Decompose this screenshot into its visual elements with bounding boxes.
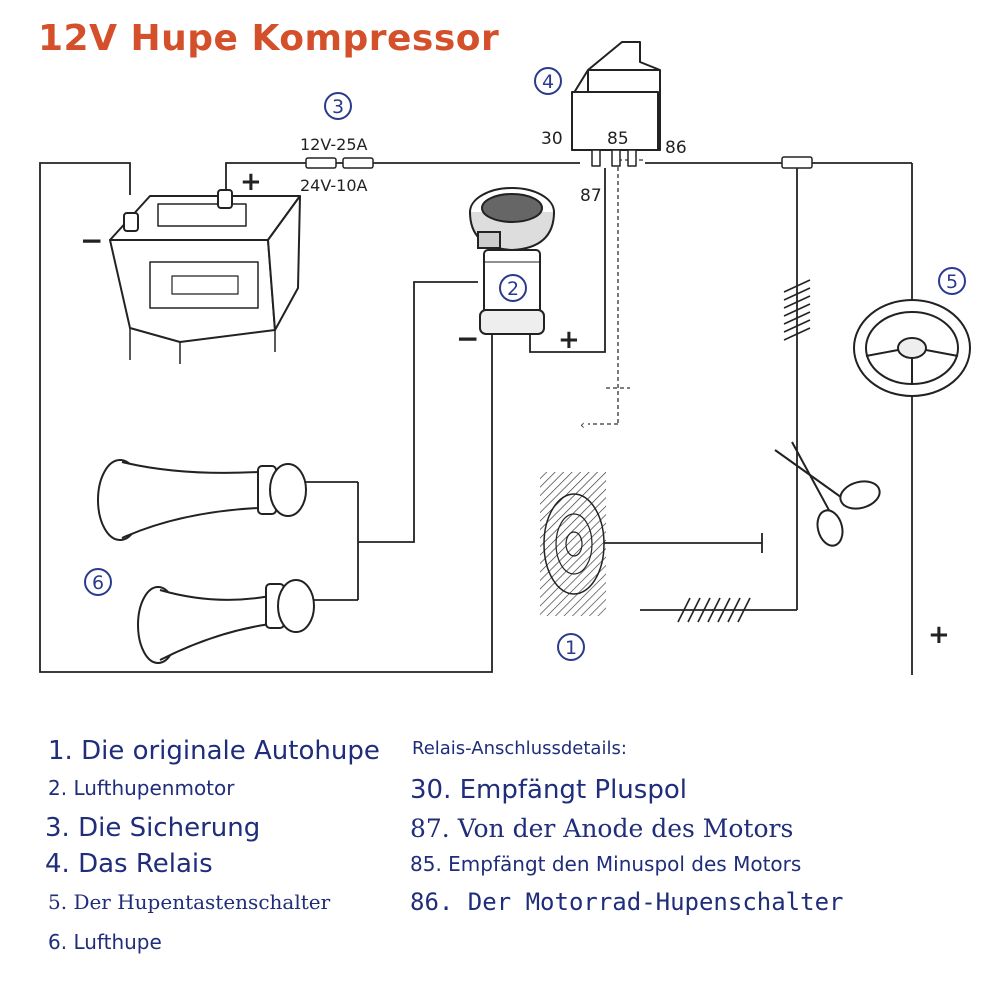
marker-4-text: 4 bbox=[542, 71, 554, 93]
relay-detail-30: 30. Empfängt Pluspol bbox=[410, 775, 687, 805]
relay-image bbox=[571, 41, 661, 167]
marker-1-text: 1 bbox=[565, 637, 577, 659]
legend-item-4: 4. Das Relais bbox=[45, 849, 213, 879]
motor-plus-label: + bbox=[558, 325, 580, 355]
marker-2-text: 2 bbox=[507, 278, 519, 300]
wires bbox=[39, 162, 913, 675]
marker-1: 1 bbox=[557, 633, 585, 661]
marker-3-text: 3 bbox=[332, 96, 344, 118]
cut-hatch-vertical bbox=[783, 279, 811, 341]
air-horn-upper-image bbox=[97, 459, 307, 541]
marker-5: 5 bbox=[938, 267, 966, 295]
relay-detail-87: 87. Von der Anode des Motors bbox=[410, 814, 794, 843]
relay-pin-30: 30 bbox=[541, 129, 563, 149]
connector bbox=[781, 156, 813, 169]
fuse bbox=[305, 157, 374, 169]
motor-to-horns-wire bbox=[358, 281, 478, 543]
battery-image bbox=[109, 189, 301, 364]
legend-item-5: 5. Der Hupentastenschalter bbox=[48, 890, 331, 914]
marker-2: 2 bbox=[499, 274, 527, 302]
motor-minus-label: − bbox=[456, 322, 479, 355]
relay-87-motor-wire bbox=[529, 168, 606, 353]
original-horn-image bbox=[540, 472, 606, 616]
marker-3: 3 bbox=[324, 92, 352, 120]
compressor-motor-image bbox=[469, 187, 555, 335]
relay-85-dashed-wire bbox=[588, 159, 645, 425]
relay-detail-86: 86. Der Motorrad-Hupenschalter bbox=[410, 888, 844, 916]
wiring-diagram: ‹ 12V-25A 24V-10A − + 30 85 86 87 bbox=[39, 41, 971, 675]
page-title: 12V Hupe Kompressor bbox=[38, 18, 500, 59]
fuse-rating-top: 12V-25A bbox=[300, 135, 368, 154]
legend-item-3: 3. Die Sicherung bbox=[45, 813, 261, 843]
relay-pin-87: 87 bbox=[580, 186, 602, 206]
marker-6-text: 6 bbox=[92, 572, 104, 594]
air-horn-lower-image bbox=[137, 579, 315, 664]
battery-minus-label: − bbox=[80, 224, 103, 257]
marker-4: 4 bbox=[534, 67, 562, 95]
scissors-icon bbox=[774, 441, 881, 547]
marker-6: 6 bbox=[84, 568, 112, 596]
battery-negative-wire bbox=[39, 162, 493, 673]
legend-item-2: 2. Lufthupenmotor bbox=[48, 776, 235, 800]
battery-positive-wire bbox=[225, 162, 580, 195]
cut-hatch-horizontal bbox=[677, 597, 751, 623]
battery-plus-label: + bbox=[240, 167, 262, 197]
svg-text:‹: ‹ bbox=[580, 418, 585, 432]
relay-pin-86: 86 bbox=[665, 138, 687, 158]
relay-details-heading: Relais-Anschlussdetails: bbox=[412, 738, 627, 759]
fuse-rating-bottom: 24V-10A bbox=[300, 176, 368, 195]
right-plus-label: + bbox=[928, 620, 950, 650]
steering-wheel-icon bbox=[853, 299, 971, 397]
marker-5-text: 5 bbox=[946, 271, 958, 293]
relay-pin-85: 85 bbox=[607, 129, 629, 149]
legend-item-1: 1. Die originale Autohupe bbox=[48, 736, 380, 766]
relay-detail-85: 85. Empfängt den Minuspol des Motors bbox=[410, 852, 802, 876]
legend-item-6: 6. Lufthupe bbox=[48, 930, 162, 954]
